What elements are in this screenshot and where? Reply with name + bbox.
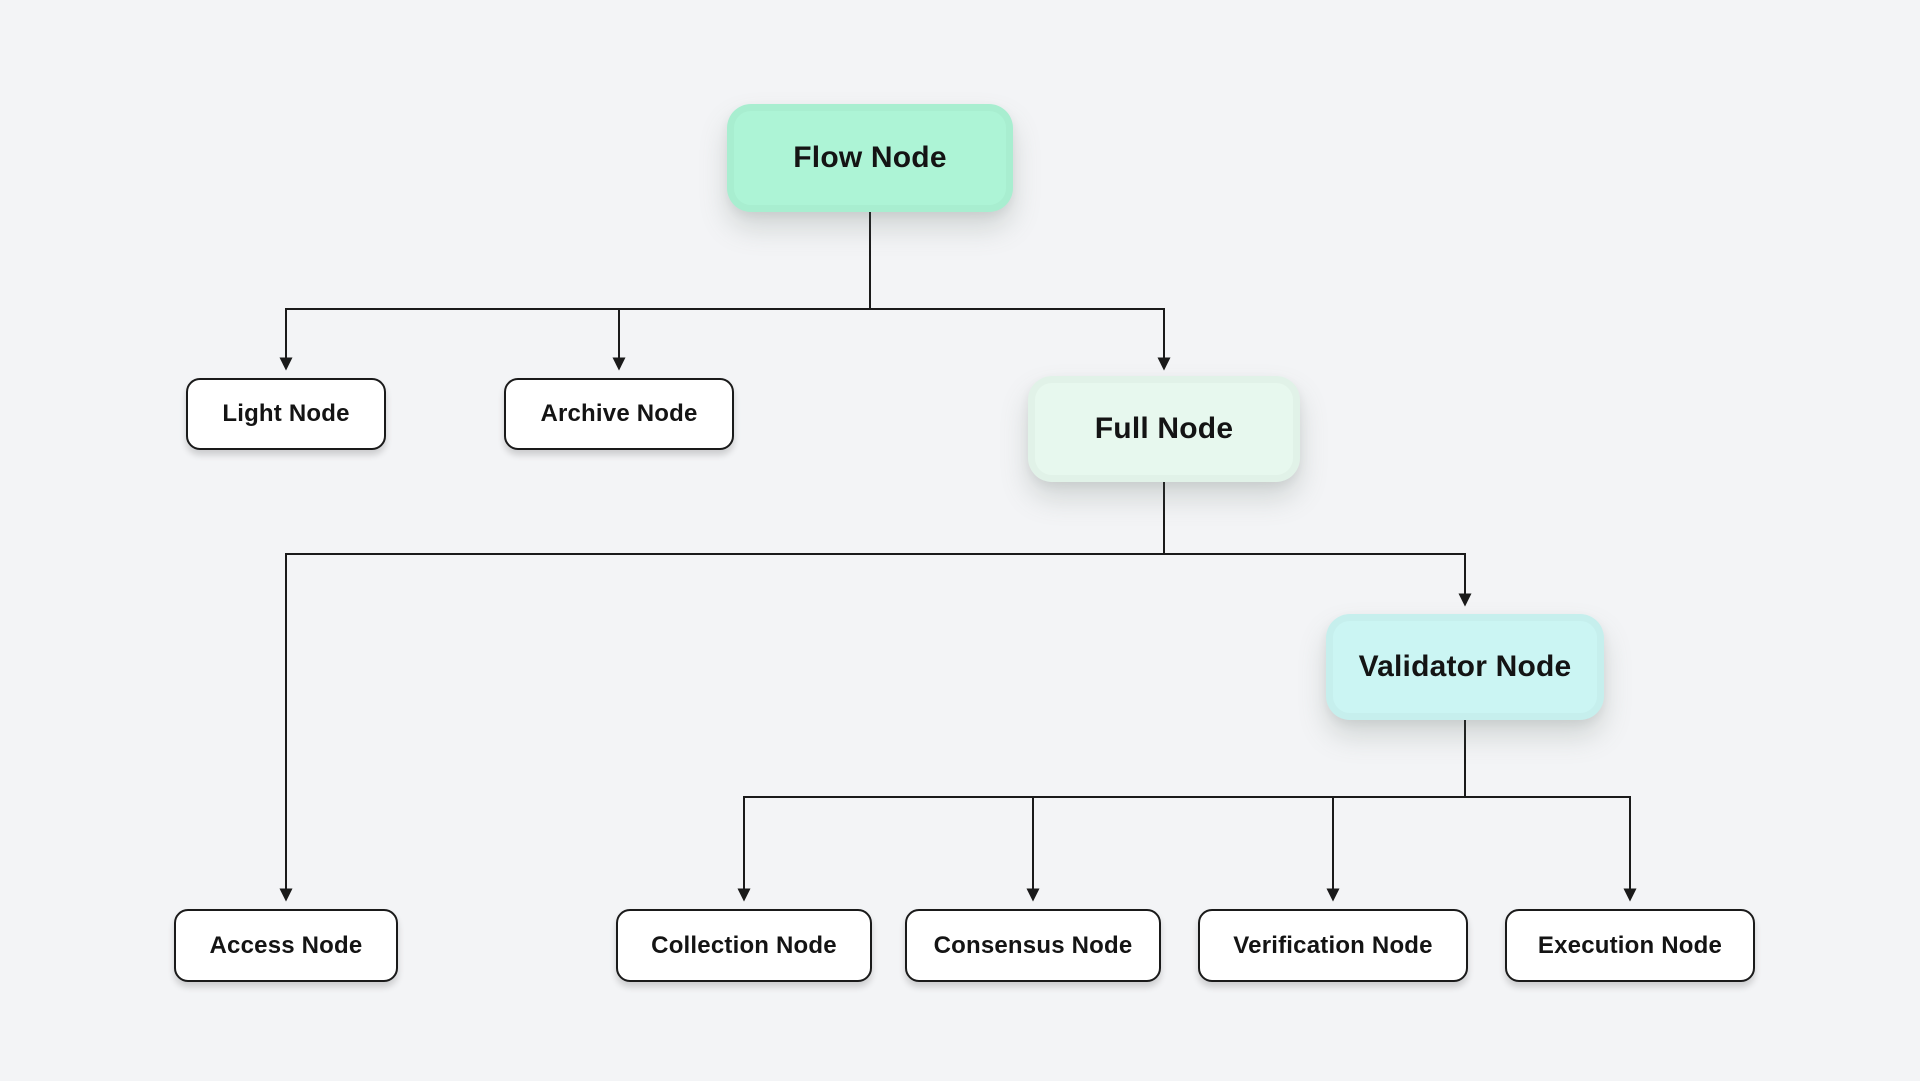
node-flow[interactable]: Flow Node [727,104,1013,212]
node-validator[interactable]: Validator Node [1326,614,1604,720]
node-verification[interactable]: Verification Node [1198,909,1468,982]
node-consensus[interactable]: Consensus Node [905,909,1161,982]
node-execution[interactable]: Execution Node [1505,909,1755,982]
node-validator-label: Validator Node [1358,650,1572,683]
node-collection[interactable]: Collection Node [616,909,872,982]
node-verification-label: Verification Node [1233,931,1433,959]
node-light-label: Light Node [222,400,350,427]
node-light[interactable]: Light Node [186,378,386,450]
node-collection-label: Collection Node [651,931,837,959]
node-archive[interactable]: Archive Node [504,378,734,450]
node-consensus-label: Consensus Node [933,931,1133,959]
node-full[interactable]: Full Node [1028,376,1300,482]
node-execution-label: Execution Node [1537,931,1723,959]
node-access[interactable]: Access Node [174,909,398,982]
node-archive-label: Archive Node [540,400,698,427]
node-flow-label: Flow Node [793,141,947,174]
node-full-label: Full Node [1094,412,1234,445]
node-access-label: Access Node [209,931,363,959]
